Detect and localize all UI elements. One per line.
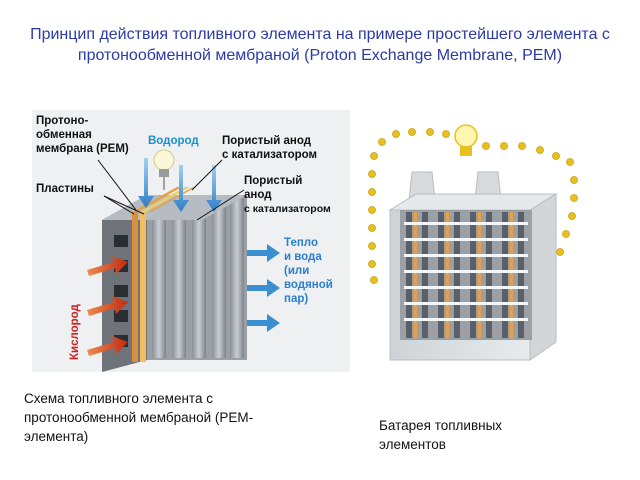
- left-figure-caption: Схема топливного элемента с протонообмен…: [24, 389, 324, 446]
- anode-label-1-line2: с катализатором: [222, 149, 317, 161]
- cell-stack: [400, 210, 532, 340]
- membrane-label-line3: мембрана (PEM): [36, 143, 129, 155]
- anode-label-2-line3: с катализатором: [244, 203, 331, 215]
- plates-label: Пластины: [36, 183, 94, 195]
- anode-label-2-line1: Пористый: [244, 175, 302, 187]
- right-figure-caption: Батарея топливных элементов: [379, 416, 599, 454]
- cooling-fins: [152, 198, 244, 358]
- right-caption-line1: Батарея топливных: [379, 418, 503, 433]
- heat-label-line3: (или: [284, 265, 309, 277]
- wire-chain: [368, 128, 578, 286]
- right-caption-line2: элементов: [379, 437, 446, 452]
- hydrogen-arrows: [138, 158, 222, 212]
- heat-label-line4: водяной: [284, 279, 333, 291]
- membrane-label-line2: обменная: [36, 129, 92, 141]
- fuel-cell-battery-diagram: [360, 110, 590, 372]
- heat-label-line5: пар): [284, 293, 308, 305]
- left-caption-line2: протонообменной мембраной (PEM-: [24, 410, 254, 425]
- heat-label-line2: и вода: [284, 251, 322, 263]
- heat-label-line1: Тепло: [284, 237, 318, 249]
- leader-lines: [97, 159, 245, 221]
- left-caption-line3: элемента): [24, 429, 89, 444]
- page-title: Принцип действия топливного элемента на …: [30, 26, 610, 64]
- oxygen-label: Кислород: [69, 303, 81, 360]
- membrane-label-line1: Протоно-: [36, 115, 89, 127]
- anode-label-2-line2: анод: [244, 189, 272, 201]
- hydrogen-label: Водород: [148, 135, 199, 147]
- left-caption-line1: Схема топливного элемента с: [24, 391, 213, 406]
- heat-water-arrows: [247, 244, 280, 332]
- pem-cell-diagram: Протоно- обменная мембрана (PEM) Пластин…: [32, 110, 350, 372]
- anode-label-1-line1: Пористый анод: [222, 135, 312, 147]
- lightbulb-icon: [454, 124, 478, 156]
- oxygen-arrows: [87, 256, 128, 356]
- lightbulb-icon: [153, 149, 175, 190]
